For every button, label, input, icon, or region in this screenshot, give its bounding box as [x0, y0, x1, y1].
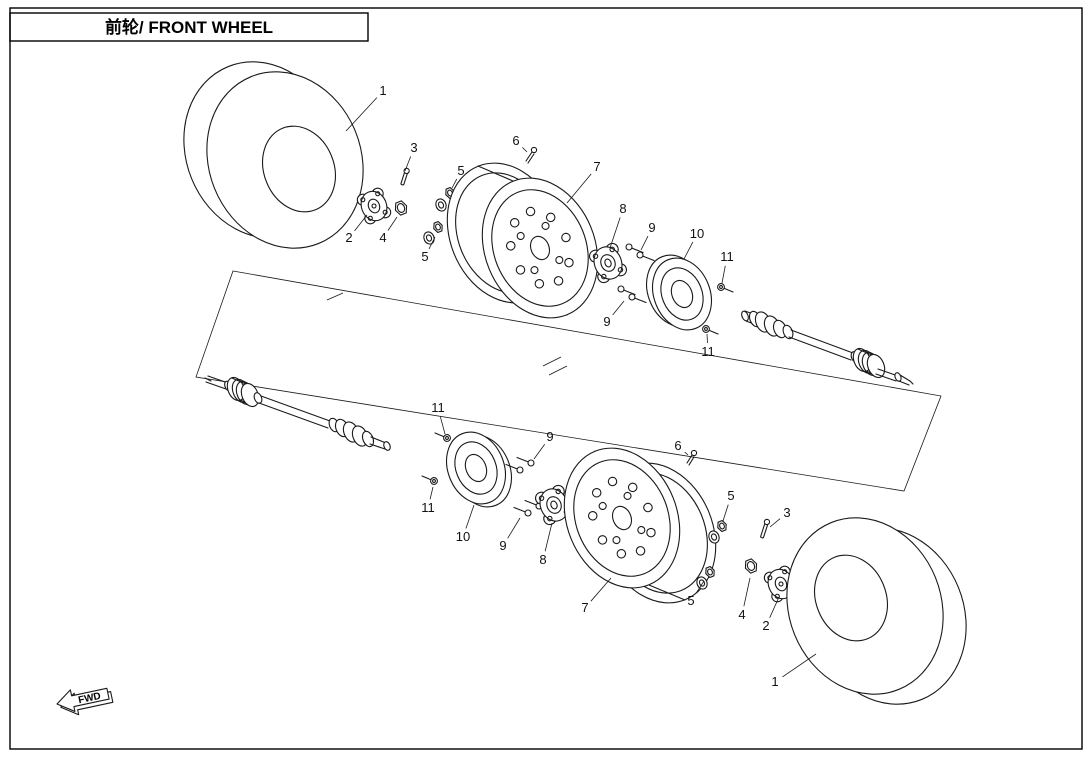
callout-leader: [640, 235, 649, 251]
callout-leader: [695, 580, 705, 594]
fwd-label: FWD: [77, 691, 102, 706]
fwd-arrow: FWD: [56, 687, 114, 716]
callout-leader: [721, 265, 726, 284]
wheel-rim-top: [446, 162, 599, 319]
callout-label: 11: [431, 400, 445, 415]
callout-leader: [465, 504, 475, 529]
axle-nut-top: [394, 200, 408, 216]
axle-nut-bottom: [744, 558, 758, 574]
callout-label: 5: [727, 488, 734, 503]
cotter-pin-bottom: [760, 518, 771, 539]
callout-label: 5: [457, 163, 464, 178]
callout-label: 6: [674, 438, 681, 453]
callout-leader: [404, 156, 412, 172]
drive-axle-right: [741, 310, 914, 386]
callout-leader: [428, 236, 436, 250]
callout-label: 8: [619, 201, 626, 216]
callout-label: 6: [512, 133, 519, 148]
callout-label: 4: [738, 607, 745, 622]
hub-cap-top: [356, 187, 392, 225]
bearing-hub-top: [646, 254, 712, 331]
break-marks: [326, 292, 568, 376]
callout-label: 9: [603, 314, 610, 329]
washer-nut-bottom-2: [696, 565, 715, 590]
drive-axle-left: [204, 375, 391, 451]
page-title: 前轮/ FRONT WHEEL: [105, 17, 273, 37]
callout-label: 11: [701, 344, 715, 359]
callout-leader: [544, 522, 553, 552]
tire-front-bottom: [786, 517, 967, 705]
callout-label: 11: [421, 500, 435, 515]
callout-label: 9: [499, 538, 506, 553]
title-box: 前轮/ FRONT WHEEL: [9, 12, 369, 42]
callout-label: 10: [690, 226, 704, 241]
washer-nut-bottom-1: [708, 519, 727, 544]
wheel-hub-top: [588, 242, 628, 284]
axle-reference-box: [195, 270, 942, 492]
callout-leader: [782, 653, 817, 678]
callout-leader: [507, 517, 521, 539]
callout-leader: [429, 486, 434, 500]
callout-label: 5: [421, 249, 428, 264]
callout-leader: [743, 577, 751, 607]
flange-bolts-top: [702, 283, 734, 335]
washer-nut-top-2: [423, 220, 443, 245]
callout-label: 8: [539, 552, 546, 567]
callout-leader: [533, 444, 546, 460]
callout-label: 2: [345, 230, 352, 245]
wheel-studs-bottom: [505, 456, 543, 517]
callout-leader: [706, 333, 708, 344]
bearing-hub-bottom: [446, 431, 512, 508]
callout-leader: [683, 241, 694, 260]
callout-label: 4: [379, 230, 386, 245]
tire-front-top: [183, 61, 364, 249]
callout-leader: [345, 97, 378, 132]
callouts-layer: 1 3 6 5 7 2 4 5 8 9 10 11 9 11 11 9 6 11 10 9 8 5 3 7 5 4 2 1: [345, 83, 817, 689]
flange-bolts-bottom: [421, 432, 451, 485]
callout-leader: [566, 173, 592, 204]
callout-leader: [451, 178, 458, 189]
valve-stem-top: [525, 146, 538, 164]
callout-leader: [684, 451, 689, 456]
callout-leader: [387, 216, 398, 231]
callout-label: 1: [379, 83, 386, 98]
callout-leader: [612, 300, 625, 316]
callout-leader: [590, 577, 612, 602]
callout-label: 3: [410, 140, 417, 155]
callout-leader: [439, 416, 446, 435]
callout-leader: [354, 214, 368, 232]
callout-leader: [769, 596, 780, 618]
callout-label: 1: [771, 674, 778, 689]
callout-label: 7: [593, 159, 600, 174]
callout-leader: [522, 147, 528, 153]
cotter-pin-top: [400, 167, 410, 186]
callout-label: 3: [783, 505, 790, 520]
diagram-border: [9, 7, 1083, 750]
callout-leader: [769, 518, 781, 528]
callout-label: 5: [687, 593, 694, 608]
callout-label: 10: [456, 529, 470, 544]
callout-leader: [722, 504, 729, 522]
callout-label: 9: [546, 429, 553, 444]
valve-stem-bottom: [686, 449, 698, 466]
wheel-rim-bottom: [563, 447, 717, 604]
callout-leader: [609, 217, 621, 249]
callout-label: 7: [581, 600, 588, 615]
callout-label: 11: [720, 249, 734, 264]
callout-label: 9: [648, 220, 655, 235]
wheel-studs-top: [617, 243, 655, 304]
callout-label: 2: [762, 618, 769, 633]
